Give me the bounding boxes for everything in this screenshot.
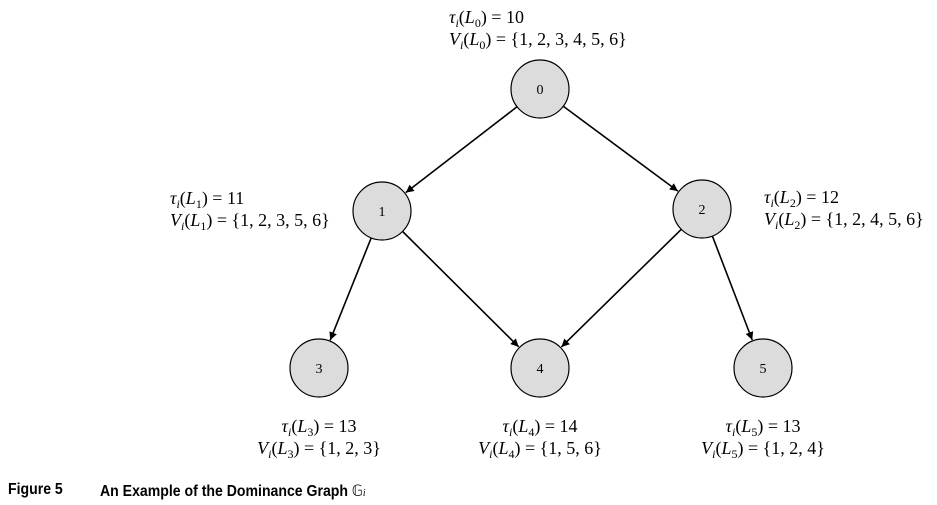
v-annotation-value: {1, 5, 6} (540, 438, 602, 458)
dominance-graph-symbol-subscript: i (362, 487, 366, 499)
node-3-tau-annotation: τi(L3) = 13 (282, 416, 357, 439)
node-circle (352, 181, 412, 241)
node-4-v-annotation: Vi(L4) = {1, 5, 6} (478, 438, 602, 461)
v-annotation-value: {1, 2, 3, 5, 6} (232, 210, 330, 230)
tau-annotation-value: 11 (227, 188, 244, 208)
node-label: 5 (760, 362, 767, 377)
node-5: 5 (733, 338, 793, 398)
node-label: 1 (379, 205, 386, 220)
node-circle (733, 338, 793, 398)
tau-annotation-value: 10 (506, 7, 524, 27)
edge-0-to-2 (559, 103, 679, 192)
edge-2-to-5 (710, 232, 754, 341)
v-annotation-value: {1, 2, 4, 5, 6} (826, 209, 924, 229)
node-4-tau-annotation: τi(L4) = 14 (503, 416, 578, 439)
node-2-v-annotation: Vi(L2) = {1, 2, 4, 5, 6} (764, 209, 924, 232)
v-annotation-value: {1, 2, 3} (319, 438, 381, 458)
node-5-v-annotation: Vi(L5) = {1, 2, 4} (701, 438, 825, 461)
tau-annotation-value: 13 (338, 416, 356, 436)
node-0-v-annotation: Vi(L0) = {1, 2, 3, 4, 5, 6} (449, 29, 627, 52)
edge-2-to-4 (560, 225, 685, 348)
tau-annotation-value: 14 (559, 416, 577, 436)
node-circle (510, 59, 570, 119)
edges (329, 103, 754, 348)
edge-0-to-1 (405, 103, 521, 194)
node-label: 0 (537, 83, 544, 98)
node-1-v-annotation: Vi(L1) = {1, 2, 3, 5, 6} (170, 210, 330, 233)
tau-annotation-value: 12 (821, 187, 839, 207)
nodes: 0 1 2 3 4 5 (289, 59, 793, 398)
node-3: 3 (289, 338, 349, 398)
node-0: 0 (510, 59, 570, 119)
node-circle (672, 179, 732, 239)
node-label: 4 (537, 362, 544, 377)
edge-1-to-3 (329, 233, 374, 341)
node-label: 2 (699, 203, 706, 218)
node-circle (289, 338, 349, 398)
figure-caption: An Example of the Dominance Graph 𝔾i (100, 481, 366, 501)
edge-1-to-4 (399, 228, 520, 348)
figure-caption-text: An Example of the Dominance Graph (100, 483, 352, 500)
node-circle (510, 338, 570, 398)
node-1: 1 (352, 181, 412, 241)
node-3-v-annotation: Vi(L3) = {1, 2, 3} (257, 438, 381, 461)
node-2-tau-annotation: τi(L2) = 12 (764, 187, 839, 210)
node-1-tau-annotation: τi(L1) = 11 (170, 188, 244, 211)
node-0-tau-annotation: τi(L0) = 10 (449, 7, 524, 30)
tau-annotation-value: 13 (782, 416, 800, 436)
node-2: 2 (672, 179, 732, 239)
dominance-graph-symbol: 𝔾 (351, 481, 363, 500)
node-5-tau-annotation: τi(L5) = 13 (726, 416, 801, 439)
node-label: 3 (316, 362, 323, 377)
figure-number: Figure 5 (8, 481, 63, 498)
v-annotation-value: {1, 2, 4} (763, 438, 825, 458)
v-annotation-value: {1, 2, 3, 4, 5, 6} (511, 29, 627, 49)
node-4: 4 (510, 338, 570, 398)
